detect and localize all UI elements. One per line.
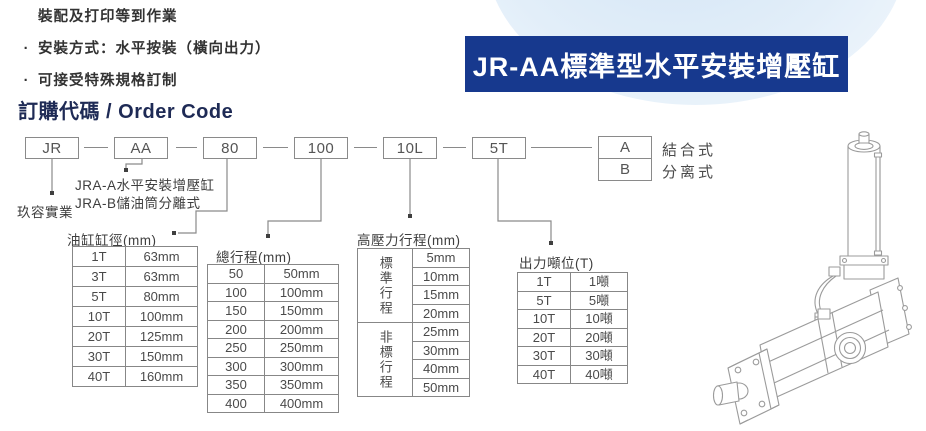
connector-dash [354, 147, 377, 148]
table-title-hp: 高壓力行程(mm) [357, 233, 461, 248]
table-cell: 160mm [125, 366, 198, 387]
table-cell: 100mm [264, 282, 339, 302]
table-cell: 1T [517, 272, 571, 292]
order-code-box-aa: AA [114, 137, 168, 159]
intro-line-2: · 安裝方式：水平按裝（橫向出力） [20, 37, 271, 57]
connector-dash [443, 147, 466, 148]
table-cell: 20mm [412, 303, 470, 323]
cylinder-drawing [712, 131, 912, 425]
order-code-box-100: 100 [294, 137, 348, 159]
table-title-bore: 油缸缸徑(mm) [67, 233, 157, 248]
intro-text: 裝配及打印等到作業 [38, 9, 178, 25]
order-code-box-80: 80 [203, 137, 257, 159]
connector-dash [176, 147, 197, 148]
table-cell: 30噸 [570, 346, 628, 366]
product-title-banner: JR-AA標準型水平安裝增壓缸 [465, 36, 848, 92]
aa-note-1: JRA-A水平安裝增壓缸 [75, 178, 215, 193]
table-cell: 300mm [264, 356, 339, 376]
table-cell: 5T [72, 286, 126, 307]
bullet-marker: · [23, 41, 30, 57]
table-cell: 15mm [412, 285, 470, 305]
connector-dash [84, 147, 108, 148]
variant-box-b: B [598, 158, 652, 181]
table-cell: 100mm [125, 306, 198, 327]
table-cell: 125mm [125, 326, 198, 347]
table-cell: 250mm [264, 338, 339, 358]
table-cell: 20T [72, 326, 126, 347]
connector-dash [531, 147, 592, 148]
table-title-tonnage: 出力噸位(T) [519, 256, 594, 271]
table-cell: 50mm [412, 377, 470, 397]
table-cell: 250 [207, 338, 265, 358]
table-cell: 350 [207, 375, 265, 395]
connector-dash [263, 147, 288, 148]
variant-label-a: 結合式 [662, 142, 717, 159]
table-cell: 1噸 [570, 272, 628, 292]
table-group-label: 非標行程 [357, 322, 413, 397]
table-cell: 10T [517, 309, 571, 329]
table-cell: 10噸 [570, 309, 628, 329]
table-cell: 150mm [125, 346, 198, 367]
table-group-label: 標準行程 [357, 248, 413, 323]
table-cell: 5T [517, 290, 571, 310]
table-cell: 30T [517, 346, 571, 366]
table-cell: 40mm [412, 359, 470, 379]
intro-text: 安裝方式：水平按裝（橫向出力） [38, 41, 271, 57]
table-cell: 40噸 [570, 364, 628, 384]
table-cell: 400 [207, 393, 265, 413]
table-cell: 150mm [264, 301, 339, 321]
table-cell: 80mm [125, 286, 198, 307]
table-cell: 30T [72, 346, 126, 367]
table-cell: 50 [207, 264, 265, 284]
table-cell: 40T [72, 366, 126, 387]
intro-line-1: 裝配及打印等到作業 [20, 5, 178, 25]
bullet-marker: · [23, 73, 30, 89]
table-title-stroke: 總行程(mm) [216, 250, 292, 265]
variant-label-b: 分离式 [662, 164, 717, 181]
table-cell: 150 [207, 301, 265, 321]
table-cell: 3T [72, 266, 126, 287]
order-code-box-jr: JR [25, 137, 79, 159]
table-cell: 5mm [412, 248, 470, 268]
table-cell: 63mm [125, 266, 198, 287]
table-cell: 20T [517, 327, 571, 347]
table-cell: 5噸 [570, 290, 628, 310]
table-cell: 300 [207, 356, 265, 376]
table-cell: 100 [207, 282, 265, 302]
intro-line-3: · 可接受特殊規格訂制 [20, 69, 178, 89]
variant-box-a: A [598, 136, 652, 159]
table-cell: 63mm [125, 246, 198, 267]
intro-text: 可接受特殊規格訂制 [38, 73, 178, 89]
product-title: JR-AA標準型水平安裝增壓缸 [472, 51, 841, 82]
table-cell: 30mm [412, 340, 470, 360]
table-cell: 200mm [264, 319, 339, 339]
table-cell: 350mm [264, 375, 339, 395]
table-cell: 1T [72, 246, 126, 267]
order-code-box-10l: 10L [383, 137, 437, 159]
section-title-order-code: 訂購代碼 / Order Code [18, 101, 234, 123]
order-code-box-5t: 5T [472, 137, 526, 159]
table-cell: 50mm [264, 264, 339, 284]
table-cell: 25mm [412, 322, 470, 342]
aa-note-2: JRA-B儲油筒分離式 [75, 196, 201, 211]
table-cell: 10mm [412, 266, 470, 286]
jr-note: 玖容實業 [17, 205, 73, 220]
table-cell: 200 [207, 319, 265, 339]
table-cell: 400mm [264, 393, 339, 413]
table-cell: 40T [517, 364, 571, 384]
table-cell: 10T [72, 306, 126, 327]
table-cell: 20噸 [570, 327, 628, 347]
